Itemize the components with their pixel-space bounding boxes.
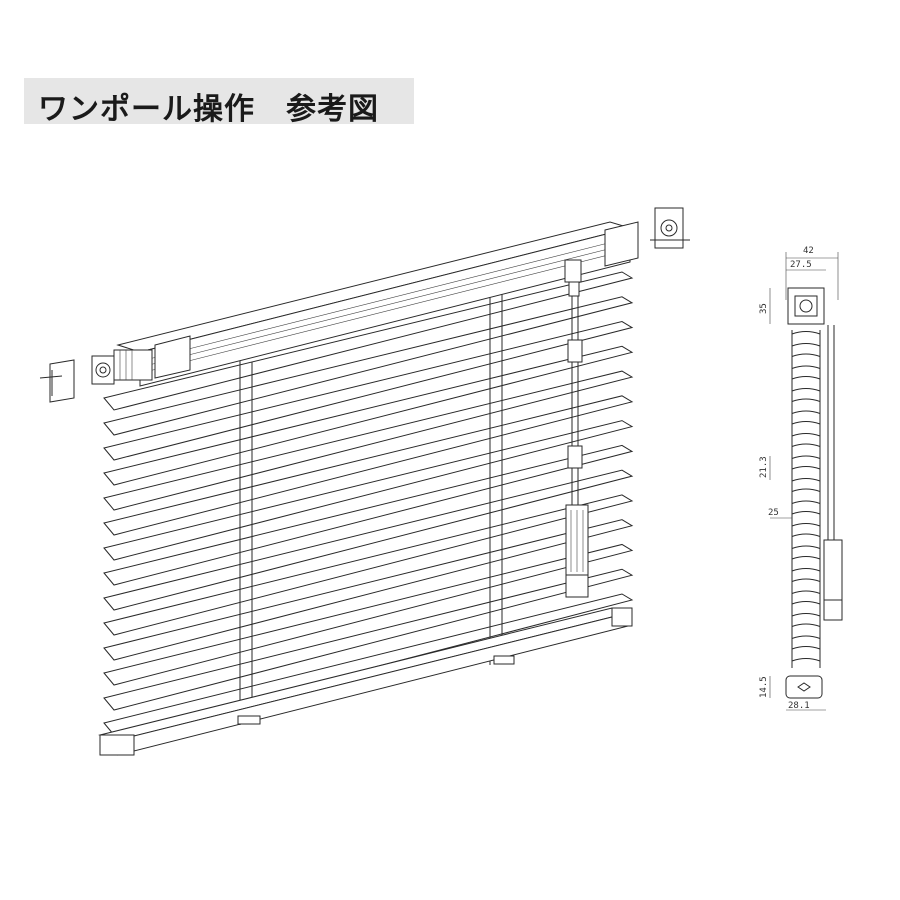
blind-side-view: 42 27.5 35 21.3 25 14.5 28.1 xyxy=(759,246,843,711)
slat xyxy=(103,271,634,411)
slat xyxy=(103,519,634,661)
slat xyxy=(103,568,634,711)
tilt-mechanism xyxy=(91,349,153,385)
blind-perspective xyxy=(39,207,690,756)
dim-bottom-width: 28.1 xyxy=(788,701,810,711)
head-rail xyxy=(116,221,639,387)
left-bracket xyxy=(39,359,75,403)
ladder-cords xyxy=(239,292,503,725)
side-slat xyxy=(791,533,821,549)
side-slat xyxy=(791,488,821,504)
bottom-rail xyxy=(98,607,633,756)
slat xyxy=(103,543,634,686)
side-slat xyxy=(791,398,821,414)
slat xyxy=(103,296,634,436)
side-slat xyxy=(791,421,821,437)
side-slat xyxy=(791,556,821,572)
slat xyxy=(103,494,634,636)
side-slat xyxy=(791,443,821,459)
head-rail-side xyxy=(787,287,825,325)
dim-bottom-height: 14.5 xyxy=(759,676,769,698)
slat xyxy=(103,444,634,586)
side-slat xyxy=(791,353,821,369)
dim-head-height: 35 xyxy=(759,303,769,314)
side-slat xyxy=(791,623,821,639)
slat xyxy=(103,345,634,486)
side-slat xyxy=(791,466,821,482)
slat xyxy=(103,370,634,511)
side-slat xyxy=(791,376,821,392)
slat xyxy=(103,321,634,461)
slat xyxy=(103,395,634,536)
side-slat xyxy=(791,511,821,527)
side-slat xyxy=(791,646,821,662)
dim-slat-width: 25 xyxy=(768,508,779,518)
dimension-lines xyxy=(769,252,839,711)
operation-wand xyxy=(564,259,589,598)
slat xyxy=(103,420,634,561)
dim-total-width: 42 xyxy=(803,246,814,256)
diagram-title: ワンポール操作 参考図 xyxy=(38,92,379,127)
side-slat xyxy=(791,601,821,617)
bottom-rail-side xyxy=(785,675,823,699)
slat-group xyxy=(103,271,634,736)
side-slat xyxy=(791,578,821,594)
side-slat xyxy=(791,331,821,347)
slat xyxy=(103,593,634,736)
side-slat-stack xyxy=(791,331,821,662)
dim-head-width: 27.5 xyxy=(790,260,812,270)
title-banner: ワンポール操作 参考図 xyxy=(24,78,414,127)
right-bracket xyxy=(650,207,690,249)
dim-slat-pitch: 21.3 xyxy=(759,456,769,478)
slat xyxy=(103,469,634,611)
